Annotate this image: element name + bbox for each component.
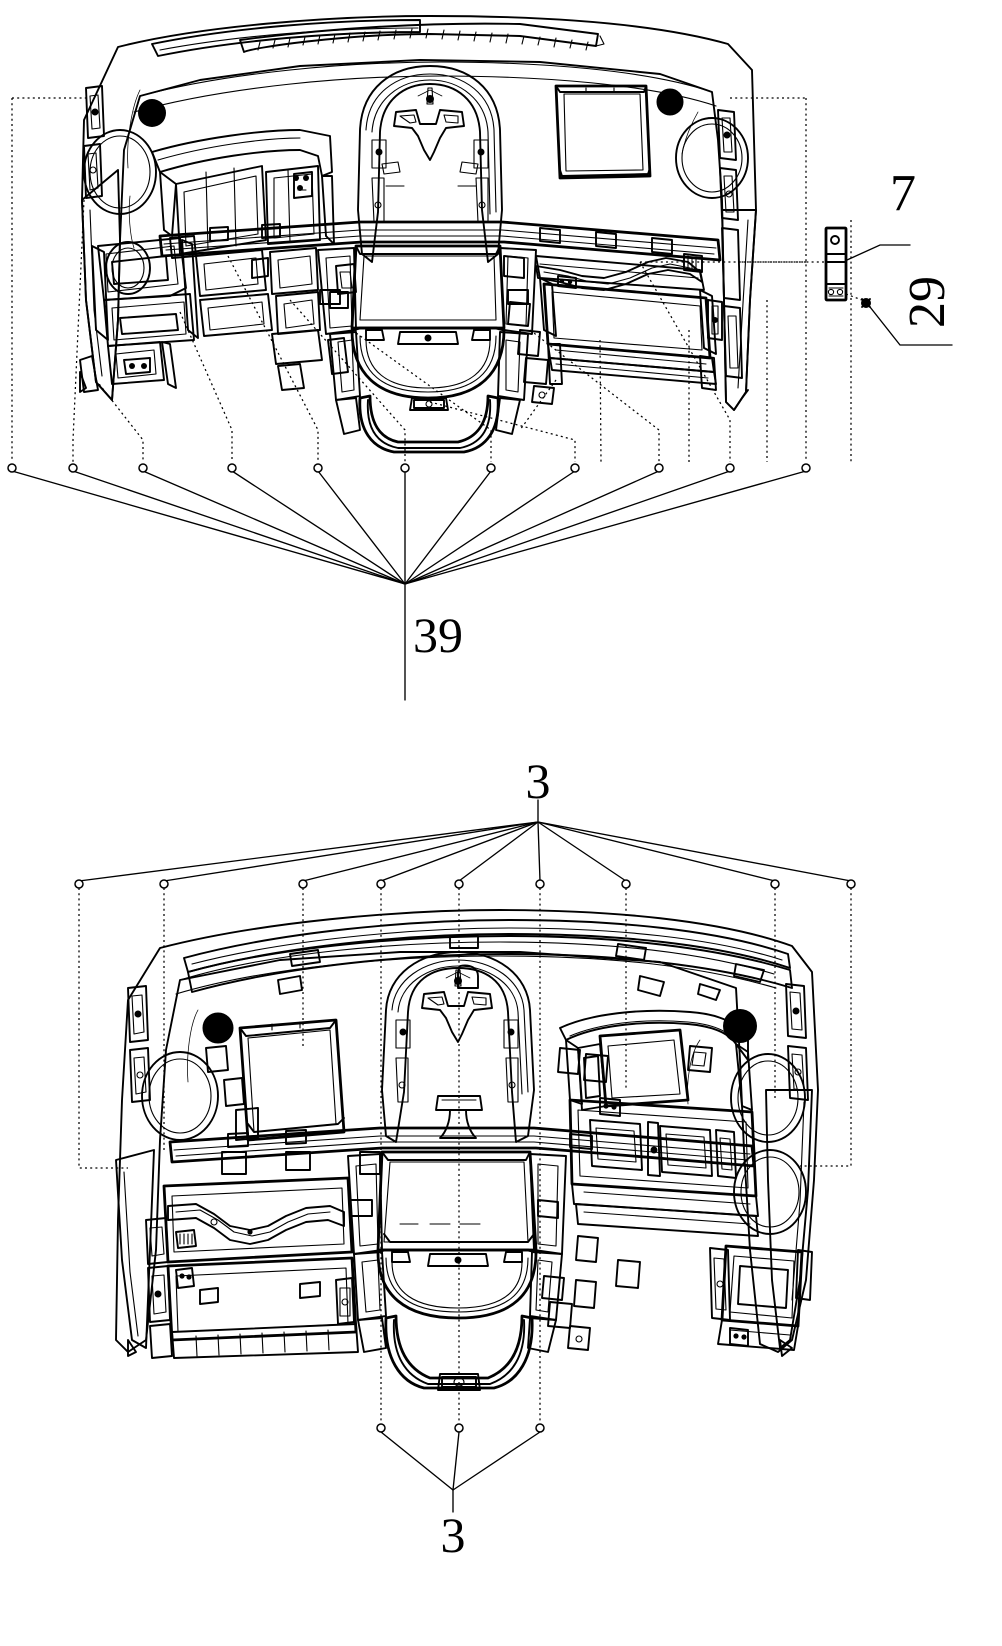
upper-outer-shell	[81, 15, 757, 411]
left-lower-module	[79, 237, 199, 393]
callout-label-3-bottom: 3	[441, 1507, 466, 1563]
upper-view-leader-lines	[11, 97, 953, 463]
upper-view-details	[169, 235, 555, 405]
callout-label-7: 7	[890, 165, 916, 222]
lower-view-bottom-leader-lines	[376, 1423, 545, 1513]
center-stack-frame	[357, 65, 503, 263]
defroster-grille	[151, 19, 605, 57]
callout-label-3-top: 3	[526, 753, 551, 809]
lower-left-bezel	[238, 1018, 346, 1142]
callout-label-39: 39	[413, 607, 463, 663]
upper-view-fastener-nodes	[7, 463, 811, 701]
callout-labels: 7 29 39 3 3	[413, 165, 956, 1563]
bolt-fastener-part	[861, 298, 871, 308]
lower-outer-shell	[115, 909, 819, 1353]
upper-view-group	[79, 15, 871, 454]
lower-end-caps	[115, 983, 813, 1357]
cross-car-beam	[158, 220, 722, 262]
left-duct-module	[151, 129, 335, 255]
lower-left-bracket	[145, 1217, 173, 1359]
mounting-bracket-part	[824, 226, 848, 302]
right-duct-module	[535, 253, 723, 391]
right-cluster-binnacle	[656, 88, 749, 199]
lower-right-cluster	[687, 1009, 807, 1235]
lower-defroster-grille	[183, 919, 793, 1001]
lower-center-console	[347, 1150, 573, 1391]
lower-view-group	[115, 909, 819, 1391]
center-display-opening	[554, 84, 652, 180]
lower-view-top-leader-lines	[74, 799, 856, 1428]
lower-right-storage	[709, 1244, 813, 1351]
callout-label-29: 29	[899, 276, 956, 328]
lower-cross-beam	[168, 1126, 756, 1168]
lower-left-storage	[162, 1176, 359, 1359]
lower-left-cluster	[141, 1009, 234, 1141]
lower-center-stack	[381, 951, 535, 1143]
left-cluster-binnacle	[83, 89, 166, 249]
left-end-structure	[83, 85, 105, 199]
lower-right-module	[559, 1009, 759, 1237]
lower-view-details	[205, 1045, 713, 1351]
right-end-structure	[717, 109, 743, 379]
